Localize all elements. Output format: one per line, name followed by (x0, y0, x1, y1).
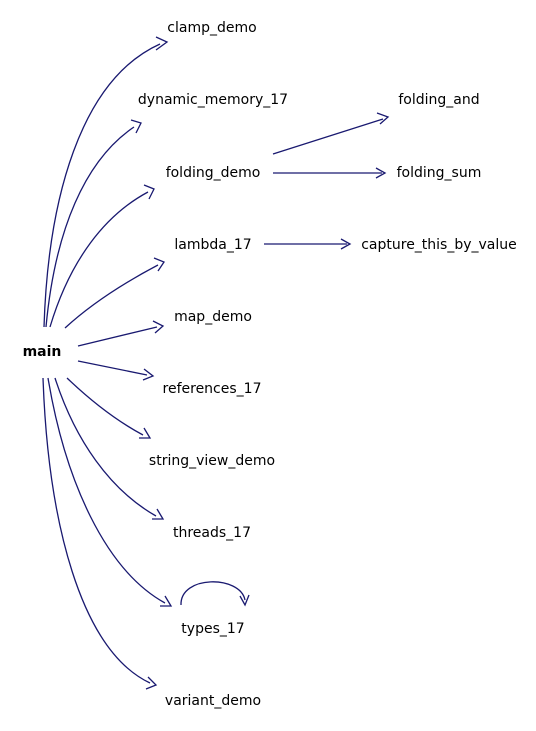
node-folding_and[interactable]: folding_and (398, 92, 479, 108)
node-variant_demo[interactable]: variant_demo (165, 693, 261, 709)
edge-main-types_17 (47, 377, 166, 604)
node-folding_demo[interactable]: folding_demo (166, 165, 261, 181)
node-map_demo[interactable]: map_demo (174, 309, 252, 325)
edge-main-string_view_demo (66, 377, 144, 436)
node-references_17[interactable]: references_17 (163, 381, 262, 397)
node-threads_17[interactable]: threads_17 (173, 525, 251, 541)
edges (42, 36, 390, 690)
node-types_17[interactable]: types_17 (181, 621, 244, 637)
node-main[interactable]: main (23, 344, 62, 360)
node-capture_this_by_value[interactable]: capture_this_by_value (361, 237, 517, 253)
edge-main-variant_demo (42, 377, 151, 684)
edge-main-lambda_17 (64, 264, 159, 329)
node-dynamic_memory_17[interactable]: dynamic_memory_17 (138, 92, 288, 108)
arrowhead-map_demo (152, 320, 165, 334)
edge-main-dynamic_memory_17 (45, 126, 135, 328)
node-string_view_demo[interactable]: string_view_demo (149, 453, 275, 469)
edge-main-clamp_demo (43, 43, 161, 328)
edge-main-map_demo (77, 326, 158, 347)
edge-types_17-self (180, 581, 246, 606)
edge-main-folding_demo (49, 191, 149, 328)
arrowhead-clamp_demo (155, 36, 169, 51)
arrowhead-references_17 (142, 368, 155, 381)
arrowhead-folding_sum (375, 167, 387, 179)
edge-folding_demo-folding_and (272, 118, 384, 155)
arrowhead-types_17-self (239, 594, 250, 607)
node-lambda_17[interactable]: lambda_17 (174, 237, 251, 253)
arrowhead-types_17 (160, 595, 173, 607)
edge-main-threads_17 (54, 377, 157, 517)
arrowhead-lambda_17 (153, 257, 165, 272)
node-clamp_demo[interactable]: clamp_demo (167, 20, 256, 36)
node-folding_sum[interactable]: folding_sum (397, 165, 482, 181)
arrowhead-variant_demo (145, 676, 158, 690)
nodes: main clamp_demo dynamic_memory_17 foldin… (23, 20, 517, 709)
arrowhead-dynamic_memory_17 (130, 119, 142, 134)
arrowhead-folding_and (376, 112, 390, 125)
arrowhead-string_view_demo (139, 427, 152, 439)
arrowhead-threads_17 (152, 508, 165, 520)
arrowhead-capture_this_by_value (340, 238, 352, 250)
arrowhead-folding_demo (143, 184, 155, 200)
edge-main-references_17 (77, 360, 148, 376)
